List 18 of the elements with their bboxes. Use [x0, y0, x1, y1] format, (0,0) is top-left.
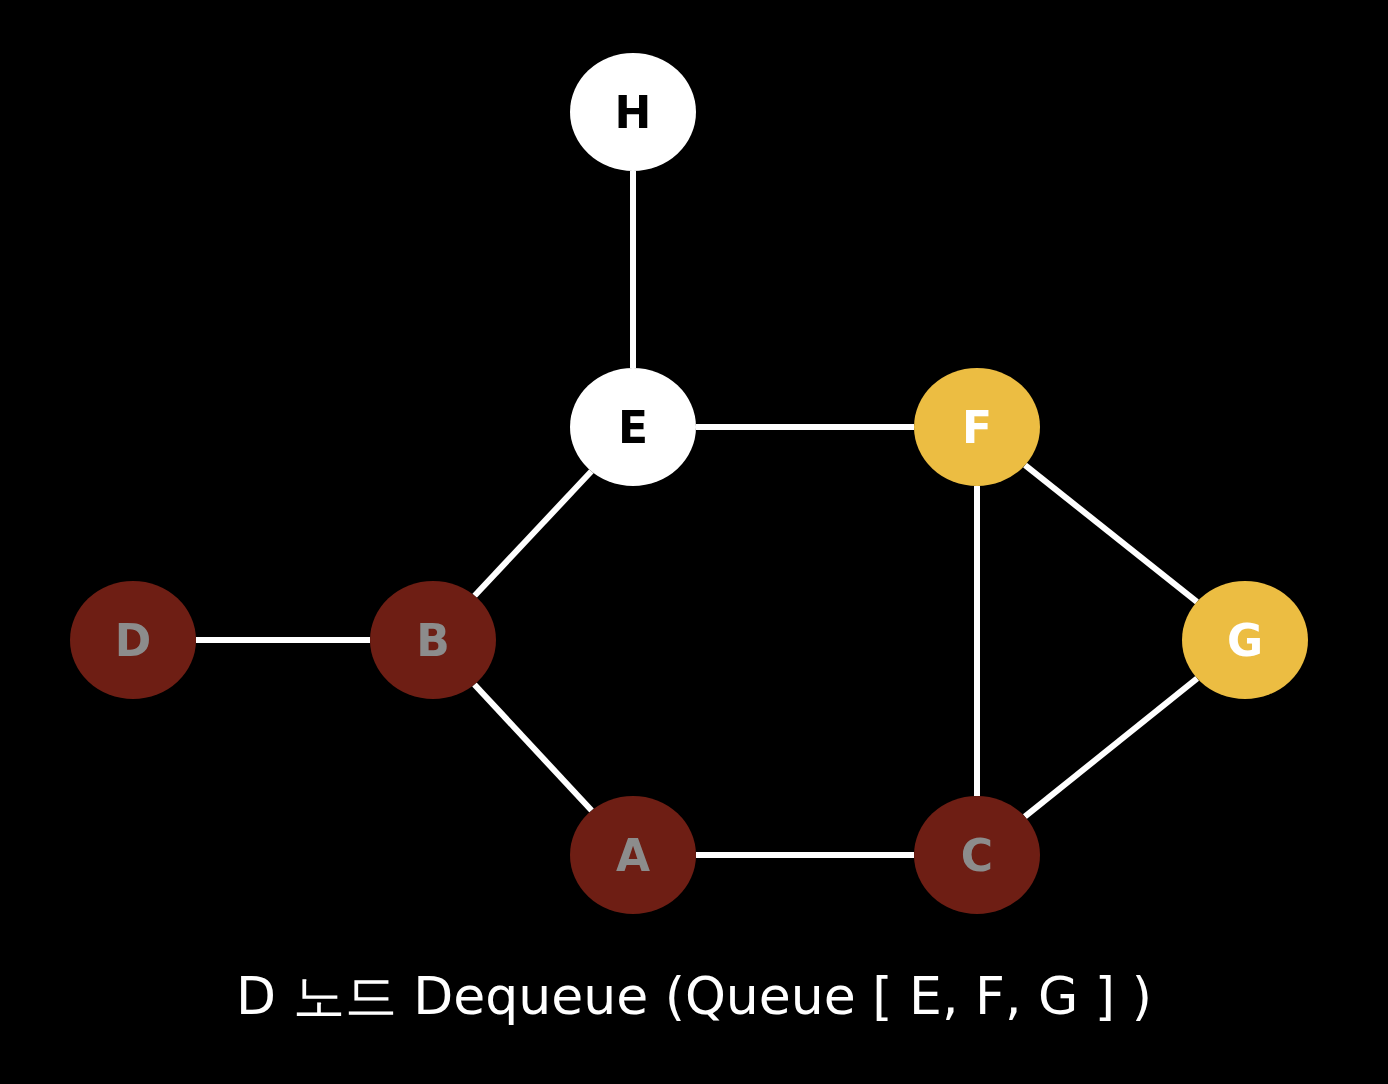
- edge-line: [630, 171, 636, 368]
- node-circle: H: [570, 53, 696, 171]
- edge-line: [196, 637, 370, 643]
- edge-line: [1022, 676, 1200, 819]
- edge-line: [974, 486, 980, 796]
- node-circle: F: [914, 368, 1040, 486]
- node-circle: E: [570, 368, 696, 486]
- node-circle: D: [70, 581, 196, 699]
- edge-line: [696, 852, 914, 858]
- node-circle: B: [370, 581, 496, 699]
- edge-line: [696, 424, 914, 430]
- edge-line: [472, 469, 594, 598]
- node-circle: A: [570, 796, 696, 914]
- caption: D 노드 Dequeue (Queue [ E, F, G ] ): [235, 965, 1153, 1028]
- node-circle: C: [914, 796, 1040, 914]
- edge-line: [1023, 462, 1199, 605]
- node-circle: G: [1182, 581, 1308, 699]
- edge-line: [472, 682, 594, 813]
